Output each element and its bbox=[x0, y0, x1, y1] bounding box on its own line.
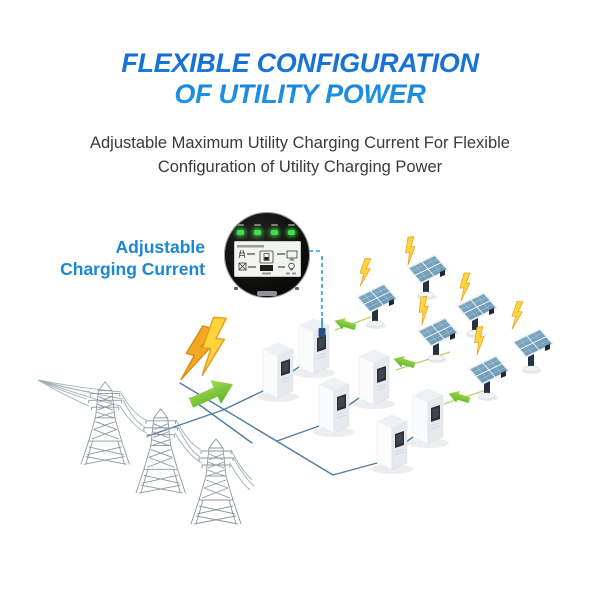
display-bottom-button bbox=[257, 291, 277, 296]
lightning-bolt-icon bbox=[416, 295, 432, 326]
status-led bbox=[287, 229, 295, 235]
ac-bus-line bbox=[222, 390, 264, 411]
power-wire bbox=[230, 449, 253, 481]
inverter-cabinet-icon bbox=[406, 387, 450, 449]
led-label bbox=[287, 224, 295, 226]
grid-value-bar bbox=[247, 253, 255, 255]
led-label bbox=[270, 224, 278, 226]
ac-bus-line bbox=[276, 425, 320, 442]
lamp-icon bbox=[288, 262, 295, 271]
status-led bbox=[236, 229, 244, 235]
subtitle-line-2: Configuration of Utility Charging Power bbox=[157, 157, 443, 176]
power-wire bbox=[177, 426, 201, 458]
power-wire bbox=[229, 462, 251, 491]
title-line-2: OF UTILITY POWER bbox=[174, 79, 426, 110]
callout-line-2: Charging Current bbox=[60, 259, 205, 279]
lightning-bolt-icon bbox=[459, 272, 471, 302]
power-wire bbox=[119, 405, 148, 434]
energy-flow-arrow-icon bbox=[391, 353, 417, 371]
solar-panel-icon bbox=[407, 254, 449, 301]
power-wire bbox=[232, 456, 255, 487]
inverter-cabinet-icon bbox=[370, 413, 414, 475]
power-wire bbox=[37, 379, 124, 400]
callout-line-1: Adjustable bbox=[115, 237, 205, 257]
ac-bus-line bbox=[189, 397, 253, 444]
inverter-cabinet-icon bbox=[292, 317, 336, 379]
ac-bus-line bbox=[332, 462, 378, 476]
status-led bbox=[253, 229, 261, 235]
inverter-cabinet-icon bbox=[256, 341, 300, 403]
display-screen-graphics bbox=[237, 245, 298, 275]
ac-output-icon bbox=[286, 250, 298, 261]
power-wire bbox=[174, 432, 203, 464]
transmission-tower-icon bbox=[135, 408, 186, 494]
power-wire bbox=[175, 419, 202, 451]
title-line-1: FLEXIBLE CONFIGURATION bbox=[121, 48, 479, 79]
pv-link-line bbox=[395, 351, 451, 371]
energy-flow-arrow-icon bbox=[332, 315, 358, 333]
solar-panel-icon bbox=[417, 317, 459, 364]
lightning-bolt-icon bbox=[403, 236, 418, 266]
grid-icon bbox=[238, 249, 246, 259]
transmission-tower-icon bbox=[190, 438, 242, 525]
lightning-bolt-icon bbox=[510, 300, 524, 331]
charging-display bbox=[224, 212, 310, 298]
status-led bbox=[270, 229, 278, 235]
output-value-bar bbox=[277, 253, 285, 255]
power-wire bbox=[120, 392, 147, 421]
grid-feed-arrow-icon bbox=[185, 372, 239, 415]
power-wire bbox=[122, 399, 146, 428]
led-label bbox=[236, 224, 244, 226]
power-wire bbox=[37, 379, 121, 407]
display-side-mark bbox=[295, 287, 299, 290]
lightning-bolt-icon bbox=[358, 257, 372, 288]
solar-panel-icon bbox=[356, 283, 398, 330]
power-wire bbox=[37, 379, 122, 393]
transformer-icon bbox=[238, 262, 247, 271]
status-text-bar bbox=[237, 245, 264, 248]
solar-panel-icon bbox=[512, 328, 554, 375]
led-label bbox=[253, 224, 261, 226]
display-side-mark bbox=[234, 287, 238, 290]
battery-icon bbox=[259, 250, 274, 264]
subtitle: Adjustable Maximum Utility Charging Curr… bbox=[0, 131, 600, 179]
power-wire bbox=[37, 379, 90, 407]
display-screen bbox=[234, 241, 301, 277]
inverter-cabinet-icon bbox=[352, 348, 396, 410]
energy-flow-arrow-icon bbox=[446, 388, 472, 406]
subtitle-line-1: Adjustable Maximum Utility Charging Curr… bbox=[90, 133, 510, 152]
battery-level-bar bbox=[260, 265, 273, 271]
inverter-cabinet-icon bbox=[312, 376, 356, 438]
ac-bus-line bbox=[147, 409, 224, 437]
display-link-plug bbox=[318, 328, 326, 337]
